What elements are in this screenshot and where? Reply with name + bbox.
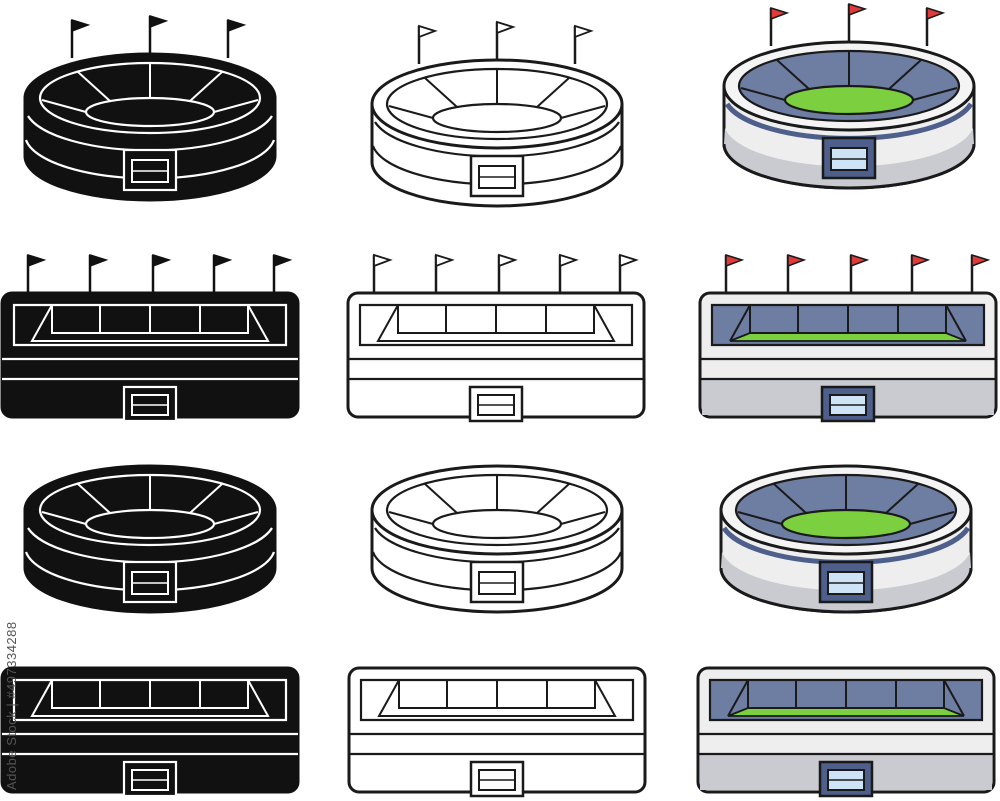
rect-stadium-color-flags-icon <box>698 253 998 423</box>
round-stadium-outline-icon <box>370 464 624 614</box>
round-stadium-color-icon <box>721 466 971 612</box>
rect-stadium-color-icon <box>696 666 996 798</box>
stock-id-watermark: Adobe Stock | #497334288 <box>4 621 19 790</box>
round-stadium-silhouette-icon <box>23 464 277 614</box>
rect-stadium-outline-flags-icon <box>346 253 646 423</box>
rect-stadium-outline-icon <box>347 666 647 798</box>
round-stadium-silhouette-flags-icon <box>23 14 277 202</box>
round-stadium-outline-flags-icon <box>370 20 624 208</box>
rect-stadium-silhouette-icon <box>0 666 300 798</box>
rect-stadium-silhouette-flags-icon <box>0 253 300 423</box>
round-stadium-color-flags-icon <box>724 2 974 188</box>
